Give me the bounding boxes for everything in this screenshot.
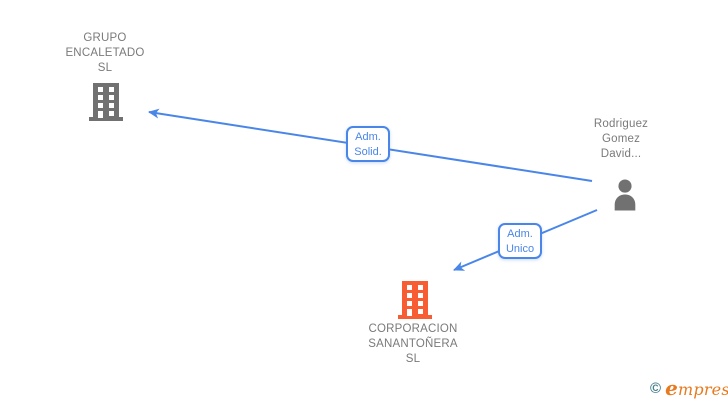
node-label-line: David...	[600, 148, 642, 160]
empresia-logo: © empresia	[650, 376, 728, 400]
edge-label-adm-solid: Adm. Solid.	[346, 126, 390, 162]
node-label-rodriguez-gomez-david[interactable]: Rodriguez Gomez David...	[551, 117, 691, 162]
edge-label-line: Solid.	[354, 146, 382, 158]
edge-label-line: Adm.	[507, 228, 533, 240]
brand-initial: e	[665, 376, 678, 400]
company-node-corporacion-sanantonera[interactable]	[398, 281, 432, 324]
copyright-icon: ©	[650, 379, 662, 397]
node-label-line: Rodriguez	[593, 118, 649, 130]
node-label-line: ENCALETADO	[65, 47, 145, 59]
brand-rest: mpresia	[678, 380, 728, 399]
node-label-line: SL	[97, 62, 113, 74]
company-node-grupo-encaletado[interactable]	[89, 83, 123, 126]
brand-name: empresia	[665, 376, 728, 400]
building-icon	[89, 83, 123, 121]
person-node-rodriguez-gomez-david[interactable]	[610, 178, 640, 216]
node-label-line: GRUPO	[83, 32, 127, 44]
node-label-corporacion-sanantonera[interactable]: CORPORACION SANANTOÑERA SL	[343, 322, 483, 367]
node-label-grupo-encaletado[interactable]: GRUPO ENCALETADO SL	[35, 31, 175, 76]
building-icon	[398, 281, 432, 319]
edge-label-line: Adm.	[355, 131, 381, 143]
node-label-line: SANANTOÑERA	[368, 338, 458, 350]
person-icon	[614, 179, 636, 211]
edge-label-line: Unico	[505, 243, 535, 255]
node-label-line: SL	[405, 353, 421, 365]
node-label-line: Gomez	[601, 133, 641, 145]
node-label-line: CORPORACION	[368, 323, 458, 335]
edge-label-adm-unico: Adm. Unico	[498, 223, 542, 259]
